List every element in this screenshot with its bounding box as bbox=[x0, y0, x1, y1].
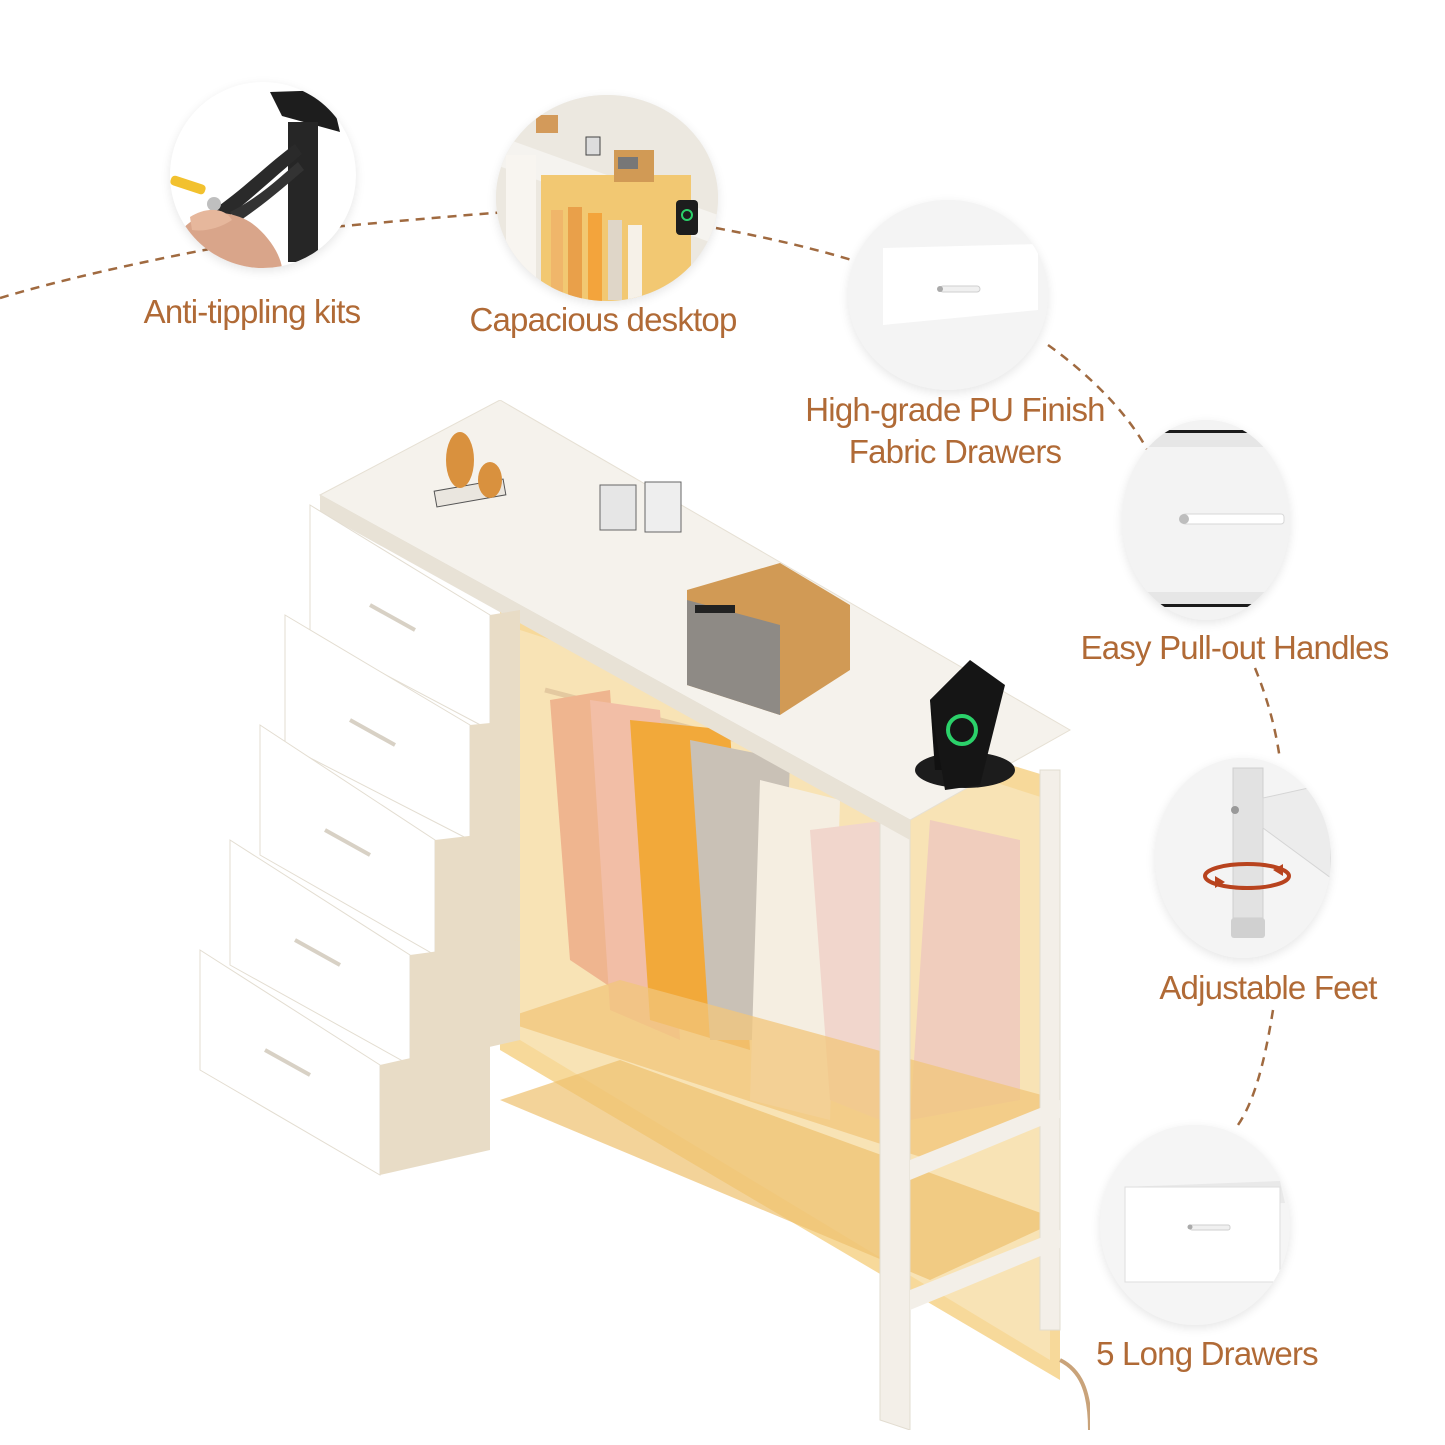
drawer-front-icon bbox=[848, 200, 1048, 390]
garment-blazer bbox=[910, 820, 1020, 1120]
anti-tip-strap-icon bbox=[170, 90, 340, 268]
feature-label-pu-finish-line1: High-grade PU Finish bbox=[805, 391, 1105, 428]
feature-label-long-drawers: 5 Long Drawers bbox=[1096, 1335, 1319, 1372]
phone-charger bbox=[915, 660, 1015, 790]
speaker bbox=[687, 563, 850, 715]
capacious-desktop-image bbox=[496, 95, 718, 301]
desktop-top-icon bbox=[496, 95, 718, 301]
feature-label-pull-out-handles: Easy Pull-out Handles bbox=[1080, 629, 1390, 666]
dresser-wardrobe-illustration bbox=[199, 400, 1090, 1430]
adjustable-feet-image bbox=[1155, 758, 1331, 958]
adjustable-foot-icon bbox=[1155, 758, 1331, 958]
vase-tall bbox=[446, 432, 474, 488]
vase-small bbox=[478, 462, 502, 498]
feature-label-anti-tippling: Anti-tippling kits bbox=[143, 293, 362, 330]
drawer-handle-icon bbox=[1122, 420, 1290, 620]
pull-out-handle-image bbox=[1122, 420, 1290, 620]
drawer-stack bbox=[199, 504, 520, 1176]
feature-label-pu-finish-line2: Fabric Drawers bbox=[848, 433, 1062, 470]
drawer-box-icon bbox=[1100, 1125, 1290, 1325]
pu-finish-drawer-image bbox=[848, 200, 1048, 390]
photo-frame-2 bbox=[644, 481, 682, 533]
feature-label-adjustable-feet: Adjustable Feet bbox=[1159, 969, 1377, 1006]
anti-tippling-image bbox=[170, 82, 356, 268]
long-drawer-image bbox=[1100, 1125, 1290, 1325]
photo-frame bbox=[599, 484, 637, 531]
feature-label-capacious-desktop: Capacious desktop bbox=[469, 301, 737, 338]
